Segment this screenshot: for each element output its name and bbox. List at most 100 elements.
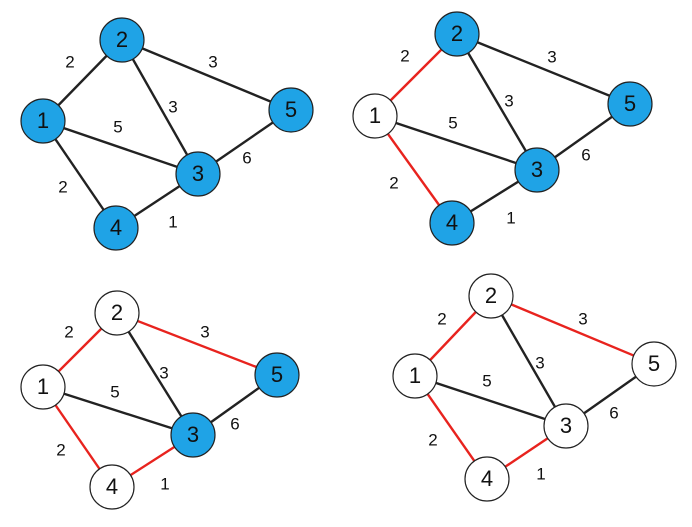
edge-weight-2-3: 3 [168, 97, 177, 116]
node-5: 5 [631, 341, 677, 387]
edge-2-5 [456, 32, 631, 106]
node-label: 1 [409, 363, 421, 388]
node-5: 5 [607, 81, 653, 127]
node-label: 4 [110, 215, 122, 240]
edge-weight-1-2: 2 [65, 52, 74, 71]
edge-2-3 [115, 312, 195, 436]
edge-weight-1-2: 2 [400, 46, 409, 65]
node-label: 4 [446, 210, 458, 235]
node-label: 4 [106, 474, 118, 499]
node-label: 5 [285, 97, 297, 122]
node-5: 5 [254, 352, 300, 398]
node-label: 2 [485, 283, 497, 308]
edge-2-5 [121, 38, 292, 112]
node-circle [99, 17, 145, 63]
edge-weight-3-5: 6 [581, 145, 590, 164]
node-label: 3 [187, 422, 199, 447]
node-circle [20, 98, 66, 144]
node-2: 2 [434, 11, 480, 57]
node-4: 4 [429, 200, 475, 246]
node-3: 3 [543, 403, 589, 449]
node-circle [392, 353, 438, 399]
edge-weight-1-4: 2 [56, 440, 65, 459]
edge-weight-2-5: 3 [208, 52, 217, 71]
edge-weight-1-4: 2 [58, 177, 67, 196]
edge-1-3 [42, 385, 194, 437]
edge-weight-2-3: 3 [504, 91, 513, 110]
node-label: 1 [37, 108, 49, 133]
node-2: 2 [94, 290, 140, 336]
edge-weight-1-3: 5 [482, 371, 491, 390]
node-circle [468, 273, 514, 319]
node-1: 1 [20, 364, 66, 410]
node-3: 3 [170, 412, 216, 458]
edge-weight-1-3: 5 [448, 113, 457, 132]
edge-weight-2-5: 3 [547, 47, 556, 66]
node-1: 1 [392, 353, 438, 399]
edge-1-3 [374, 114, 538, 172]
edge-weight-3-4: 1 [506, 208, 515, 227]
node-2: 2 [468, 273, 514, 319]
node-3: 3 [175, 151, 221, 197]
edge-1-3 [42, 119, 199, 176]
edge-weight-3-4: 1 [168, 212, 177, 231]
edge-weight-2-5: 3 [578, 309, 587, 328]
node-label: 5 [624, 91, 636, 116]
edge-weight-3-4: 1 [536, 464, 545, 483]
edge-weight-1-2: 2 [437, 309, 446, 328]
node-label: 5 [271, 362, 283, 387]
node-label: 1 [37, 374, 49, 399]
edge-2-5-tree [490, 294, 655, 366]
edge-weight-3-5: 6 [609, 403, 618, 422]
edge-weight-2-5: 3 [200, 322, 209, 341]
node-circle [20, 364, 66, 410]
node-label: 5 [648, 351, 660, 376]
node-circle [514, 147, 560, 193]
node-circle [434, 11, 480, 57]
node-circle [352, 93, 398, 139]
panel-step-1: 2 5 2 3 3 1 6 1 2 3 4 5 [20, 17, 314, 251]
panel-step-2: 2 5 2 3 3 1 6 1 2 3 4 5 [352, 11, 653, 246]
edge-weight-1-3: 5 [113, 117, 122, 136]
node-circle [254, 352, 300, 398]
node-circle [93, 205, 139, 251]
node-circle [631, 341, 677, 387]
node-circle [429, 200, 475, 246]
node-circle [607, 81, 653, 127]
edge-2-3 [489, 295, 568, 427]
edge-2-3 [455, 33, 539, 171]
node-label: 2 [111, 300, 123, 325]
edge-weight-1-4: 2 [428, 430, 437, 449]
node-circle [268, 87, 314, 133]
node-label: 3 [192, 161, 204, 186]
node-label: 2 [116, 27, 128, 52]
node-label: 4 [481, 466, 493, 491]
node-4: 4 [464, 456, 510, 502]
edge-1-3 [414, 374, 567, 428]
node-4: 4 [89, 464, 135, 510]
node-3: 3 [514, 147, 560, 193]
node-5: 5 [268, 87, 314, 133]
node-circle [94, 290, 140, 336]
node-circle [543, 403, 589, 449]
node-circle [89, 464, 135, 510]
edge-weight-3-4: 1 [160, 474, 169, 493]
node-circle [464, 456, 510, 502]
node-4: 4 [93, 205, 139, 251]
edge-2-5-tree [116, 311, 278, 377]
node-circle [170, 412, 216, 458]
node-label: 2 [451, 21, 463, 46]
edge-weight-3-5: 6 [242, 148, 251, 167]
node-1: 1 [352, 93, 398, 139]
node-circle [175, 151, 221, 197]
node-label: 3 [560, 413, 572, 438]
edge-weight-1-2: 2 [64, 322, 73, 341]
node-1: 1 [20, 98, 66, 144]
edge-weight-1-4: 2 [389, 173, 398, 192]
edge-weight-2-3: 3 [159, 363, 168, 382]
node-label: 1 [369, 103, 381, 128]
node-2: 2 [99, 17, 145, 63]
